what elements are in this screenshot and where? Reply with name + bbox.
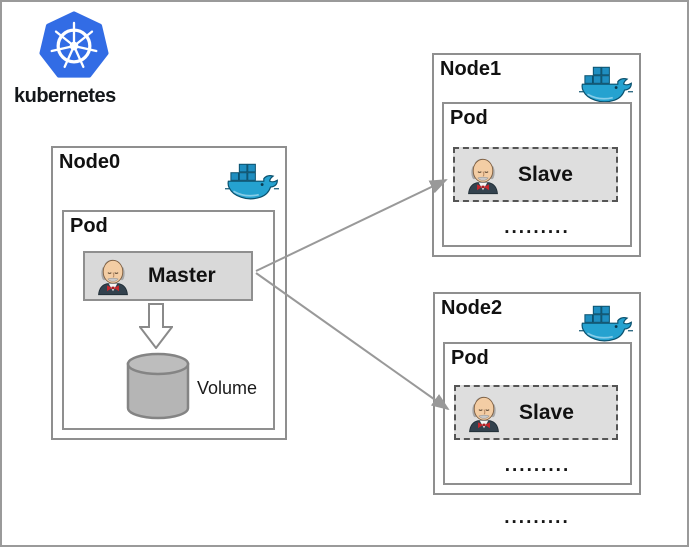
node1-label: Node1 <box>440 58 502 80</box>
kubernetes-logo-icon <box>39 11 109 78</box>
node1-box: Node1 Pod <box>432 53 641 257</box>
jenkins-icon <box>469 396 499 432</box>
pod1-ellipsis: ......... <box>504 217 570 238</box>
pod0-label: Pod <box>70 215 108 237</box>
master-label: Master <box>148 264 216 287</box>
node0-label: Node0 <box>59 151 121 173</box>
volume-label: Volume <box>197 378 258 398</box>
pod2-box: Pod Slave <box>443 342 632 485</box>
node2-label: Node2 <box>441 297 503 319</box>
pod1-box: Pod Slave <box>442 102 632 247</box>
node0-box: Node0 Pod <box>51 146 287 440</box>
kubernetes-wordmark: kubernetes <box>14 85 116 107</box>
slave2-box: Slave <box>454 385 618 440</box>
pod2-label: Pod <box>451 347 489 369</box>
down-arrow-icon <box>139 303 173 349</box>
docker-icon <box>579 305 633 342</box>
volume-cylinder-icon <box>126 352 190 420</box>
more-nodes-ellipsis: ......... <box>504 507 570 528</box>
slave2-label: Slave <box>519 400 574 424</box>
pod2-ellipsis: ......... <box>504 455 571 476</box>
kubernetes-logo: kubernetes <box>14 8 126 108</box>
jenkins-icon <box>98 259 128 296</box>
master-box: Master <box>83 251 253 301</box>
docker-icon <box>225 163 279 200</box>
slave1-label: Slave <box>518 162 573 186</box>
pod0-box: Pod Master <box>62 210 275 430</box>
docker-icon <box>579 66 633 103</box>
pod1-label: Pod <box>450 107 488 129</box>
slave1-box: Slave <box>453 147 618 202</box>
jenkins-icon <box>468 158 498 194</box>
node2-box: Node2 Pod <box>433 292 641 495</box>
